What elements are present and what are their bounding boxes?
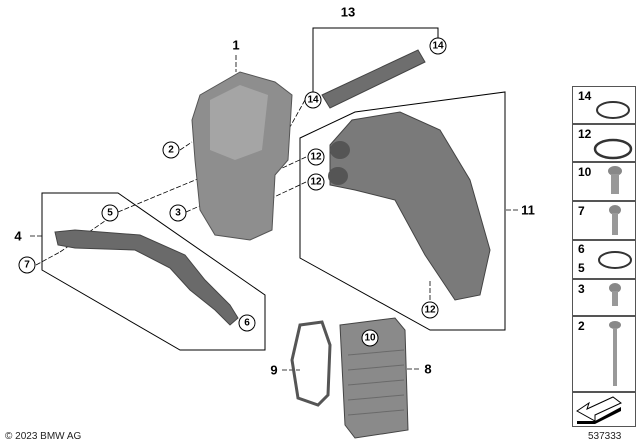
direction-arrow-box — [572, 392, 636, 427]
callout-circle-6: 6 — [238, 314, 256, 332]
callout-circle-12: 12 — [307, 148, 325, 166]
copyright: © 2023 BMW AG — [5, 431, 82, 442]
callout-circle-2: 2 — [162, 141, 180, 159]
oil-cooler — [339, 317, 409, 439]
o-ring-icon — [596, 101, 630, 119]
side-item-10: 10 — [572, 162, 636, 201]
callout-circle-14: 14 — [429, 37, 447, 55]
callout-8: 8 — [424, 361, 432, 377]
side-item-6-5: 6 5 — [572, 240, 636, 279]
bolt-icon — [608, 166, 622, 194]
gasket — [290, 320, 332, 407]
callout-circle-3: 3 — [169, 204, 187, 222]
frame-13 — [312, 27, 439, 92]
callout-11: 11 — [521, 202, 535, 218]
callout-circle-12: 12 — [421, 301, 439, 319]
o-ring-icon — [593, 138, 633, 160]
callout-circle-5: 5 — [101, 204, 119, 222]
oil-filter-housing — [329, 111, 491, 301]
oil-hose — [54, 229, 239, 326]
connecting-pipe — [321, 49, 426, 109]
side-item-2: 2 — [572, 316, 636, 392]
callout-1: 1 — [232, 37, 240, 53]
bolt-icon — [609, 205, 621, 235]
o-ring-icon — [598, 251, 632, 269]
frame-11 — [299, 91, 506, 331]
direction-arrow-icon — [576, 396, 622, 424]
side-item-14: 14 — [572, 86, 636, 124]
side-item-3: 3 — [572, 279, 636, 316]
callout-9: 9 — [270, 362, 278, 378]
callout-circle-12: 12 — [307, 173, 325, 191]
callout-circle-10: 10 — [361, 329, 379, 347]
frame-4 — [41, 192, 266, 351]
callout-13: 13 — [340, 4, 356, 20]
long-bolt-icon — [609, 321, 621, 386]
callout-circle-14: 14 — [304, 91, 322, 109]
diagram-id: 537333 — [588, 431, 622, 442]
callout-4: 4 — [14, 228, 22, 244]
side-item-12: 12 — [572, 124, 636, 162]
side-item-7: 7 — [572, 201, 636, 240]
callout-circle-7: 7 — [18, 256, 36, 274]
bolt-icon — [609, 283, 621, 306]
